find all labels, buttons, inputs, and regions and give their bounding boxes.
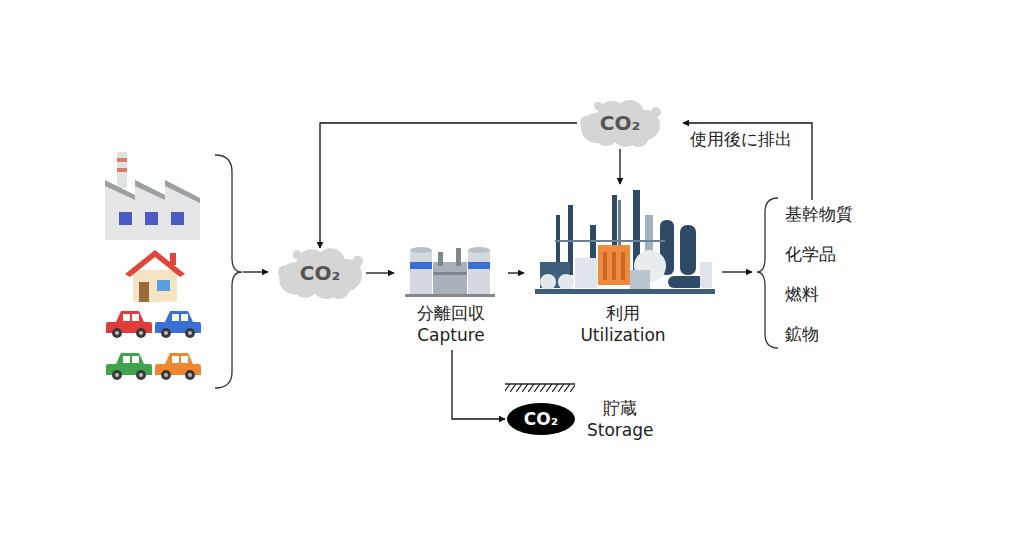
source-arrow	[243, 271, 268, 272]
ground-hatch	[505, 384, 575, 392]
utilization-icon-part	[555, 240, 665, 242]
house-icon-part	[139, 282, 149, 302]
car-icons-part	[106, 311, 152, 338]
process-node: 利用Utilization	[526, 186, 720, 346]
co2-cloud: CO₂	[276, 246, 364, 300]
car-icons-part	[155, 353, 201, 380]
ground-hatch-part	[505, 384, 575, 392]
capture-icon-part	[438, 252, 443, 266]
storage-caption: 貯蔵Storage	[587, 397, 654, 441]
house-icon-part	[157, 280, 170, 291]
flow-arrow	[320, 123, 577, 248]
flow-note: 使用後に排出	[688, 128, 794, 150]
factory-icon	[105, 152, 200, 240]
co2-label: CO₂	[600, 111, 640, 135]
flow-arrow	[452, 350, 505, 419]
cloud-puff	[293, 250, 301, 259]
process-title-en: Capture	[417, 324, 485, 346]
capture-icon-part	[468, 250, 490, 294]
product-item: 燃料	[783, 283, 821, 305]
factory-icon-part	[165, 180, 200, 203]
co2-cloud: CO₂	[578, 98, 662, 148]
car-icons-part	[106, 353, 152, 380]
car-icons-part	[155, 311, 201, 338]
capture-icon-part	[410, 247, 432, 253]
capture-icon-part	[433, 262, 467, 294]
factory-icon-part	[105, 180, 200, 240]
utilization-icon-part	[603, 252, 607, 280]
factory-icon-part	[117, 152, 127, 188]
process-node: 分離回収Capture	[396, 244, 506, 346]
capture-icon-part	[456, 248, 461, 266]
capture-icon-part	[405, 294, 495, 297]
utilization-icon-part	[621, 252, 625, 280]
capture-icon-part	[433, 272, 467, 275]
process-title: 分離回収	[417, 302, 485, 324]
utilization-icon-part	[575, 258, 597, 288]
flow-arrow	[508, 272, 524, 273]
cloud-puff	[594, 102, 602, 110]
flow-arrow	[366, 272, 394, 273]
factory-icon-part	[117, 158, 127, 162]
utilization-icon	[535, 190, 715, 294]
product-bracket-part	[757, 198, 778, 348]
cloud-puff	[651, 107, 661, 117]
process-title: 利用	[606, 302, 640, 324]
factory-icon-part	[105, 180, 135, 200]
house-icon-part	[170, 253, 176, 265]
storage-title: Storage	[587, 419, 654, 441]
utilization-icon-part	[680, 225, 696, 275]
product-item: 基幹物質	[783, 203, 855, 225]
capture-icon-part	[410, 262, 432, 269]
capture-icon-part	[468, 247, 490, 253]
co2-label: CO₂	[300, 261, 340, 285]
house-icon-part	[133, 270, 177, 302]
car-icons	[106, 311, 201, 380]
storage-node: CO₂ 貯蔵Storage	[507, 397, 654, 441]
utilization-icon-part	[540, 274, 556, 290]
flow-arrow	[619, 149, 620, 184]
utilization-icon-part	[630, 270, 650, 290]
ground-hatch-part	[505, 383, 575, 385]
storage-title: 貯蔵	[603, 397, 637, 419]
utilization-icon-part	[668, 276, 704, 288]
storage-ellipse: CO₂	[507, 403, 575, 435]
product-item: 化学品	[783, 243, 838, 265]
cloud-puff	[580, 116, 592, 128]
source-bracket-part	[215, 155, 242, 388]
product-item: 鉱物	[783, 323, 821, 345]
utilization-icon-part	[598, 245, 630, 285]
cloud-puff	[278, 265, 291, 278]
cloud-puff	[352, 256, 362, 267]
source-bracket	[215, 155, 242, 388]
factory-icon-part	[135, 180, 165, 200]
utilization-icon-part	[558, 274, 574, 290]
co2-label: CO₂	[524, 409, 558, 429]
capture-icon-part	[468, 262, 490, 269]
process-title-en: Utilization	[580, 324, 665, 346]
factory-icon-part	[119, 212, 132, 225]
utilization-icon-part	[700, 262, 712, 288]
emission-return-line	[683, 123, 812, 200]
factory-icon-part	[171, 212, 184, 225]
factory-icon-part	[117, 168, 127, 172]
house-icon	[125, 250, 185, 302]
output-arrow	[722, 271, 752, 272]
capture-icon-part	[410, 250, 432, 294]
utilization-icon-part	[612, 252, 616, 280]
utilization-icon-part	[535, 289, 715, 294]
capture-icon	[405, 247, 495, 297]
house-icon-part	[125, 250, 185, 277]
factory-icon-part	[145, 212, 158, 225]
product-bracket	[757, 198, 778, 348]
